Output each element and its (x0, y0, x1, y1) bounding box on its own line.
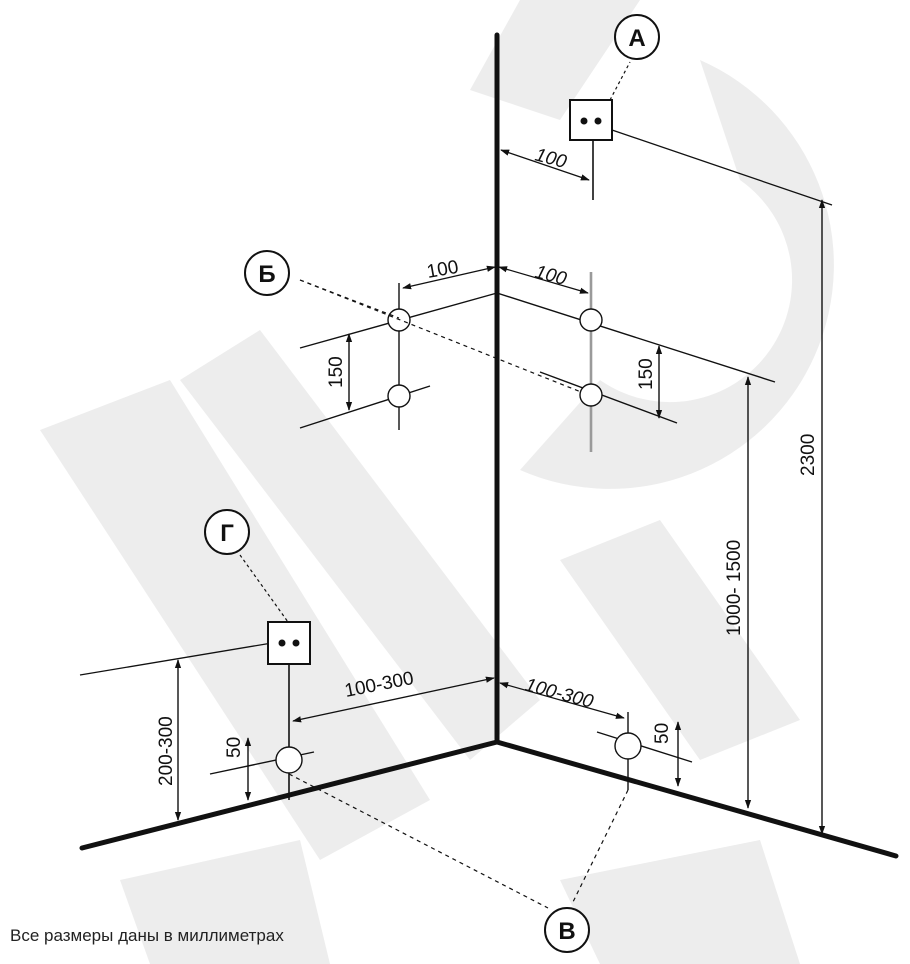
svg-text:Б: Б (258, 261, 275, 288)
floor-right-line (494, 739, 899, 859)
dim-height-total: 2300 (798, 434, 819, 476)
dim-v-right-height: 50 (652, 723, 673, 744)
outlet-a-extension (611, 129, 833, 206)
callout-b: Б (244, 250, 290, 296)
svg-text:Г: Г (220, 520, 234, 547)
callout-a: А (614, 14, 660, 60)
outlet-b-leaders (299, 279, 582, 393)
dim-b-right-offset: 100 (533, 262, 569, 291)
dim-g-offset-line (292, 676, 495, 723)
outlet-g-socket (267, 621, 311, 665)
svg-text:В: В (558, 918, 575, 945)
dim-b-right-offset-line (498, 266, 589, 294)
dim-g-height: 200-300 (156, 716, 177, 786)
svg-text:А: А (628, 25, 645, 52)
outlet-v-leaders (288, 773, 629, 909)
callout-v: В (544, 907, 590, 953)
outlet-b-right (496, 272, 776, 452)
dim-v-left-height: 50 (224, 737, 245, 758)
outlet-a-socket (569, 99, 613, 141)
outlet-a (569, 61, 833, 206)
dim-b-left-offset: 100 (425, 257, 460, 283)
footnote: Все размеры даны в миллиметрах (10, 926, 284, 945)
dim-b-left-offset-line (402, 265, 496, 290)
outlet-g (79, 554, 311, 821)
outlet-v-right (596, 712, 693, 790)
dim-a-offset: 100 (533, 145, 569, 174)
dim-v-offset-line (499, 682, 625, 719)
dim-v-offset: 100-300 (523, 675, 596, 713)
dim-a-offset-line (500, 149, 590, 181)
callout-g: Г (204, 509, 250, 555)
dim-b-left-spacing: 150 (326, 356, 347, 388)
outlet-v-left (209, 737, 315, 801)
watermark-logo (40, 0, 834, 964)
dim-b-right-spacing: 150 (636, 358, 657, 390)
dim-height-range: 1000- 1500 (724, 540, 745, 636)
